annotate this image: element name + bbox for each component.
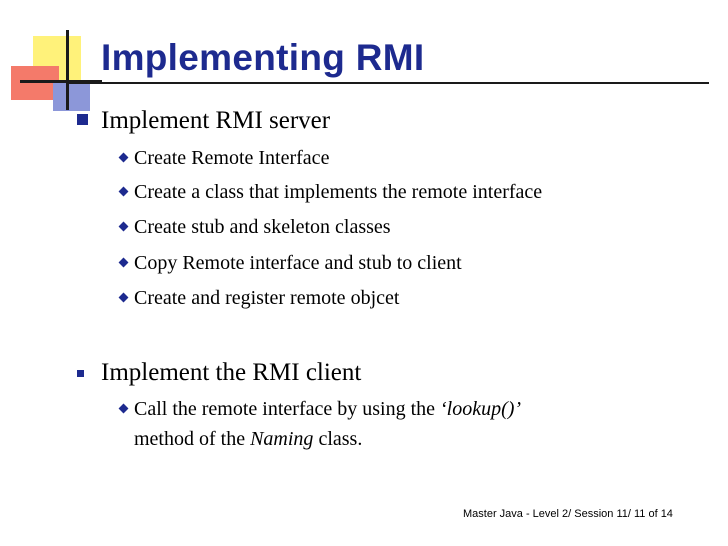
list-item: Create a class that implements the remot… bbox=[134, 181, 543, 203]
decor-vertical-line bbox=[66, 30, 69, 110]
list-item: Create and register remote objcet bbox=[134, 287, 400, 309]
client-detail-line-1: Call the remote interface by using the ‘… bbox=[134, 397, 521, 421]
square-bullet-icon bbox=[77, 114, 88, 125]
square-bullet-icon bbox=[77, 370, 84, 377]
diamond-bullet-icon bbox=[118, 257, 129, 268]
list-item: Create Remote Interface bbox=[134, 147, 330, 169]
diamond-bullet-icon bbox=[118, 152, 129, 163]
diamond-bullet-icon bbox=[118, 403, 129, 414]
detail-text: Call the remote interface by using the bbox=[134, 398, 441, 420]
decor-red-square bbox=[11, 66, 59, 100]
detail-text: class. bbox=[313, 428, 363, 450]
diamond-bullet-icon bbox=[118, 292, 129, 303]
client-detail-line-2: method of the Naming class. bbox=[134, 427, 362, 451]
detail-text: method of the bbox=[134, 428, 251, 450]
lookup-method-name: ‘lookup()’ bbox=[440, 398, 522, 420]
list-item: Create stub and skeleton classes bbox=[134, 216, 391, 238]
list-item: Copy Remote interface and stub to client bbox=[134, 252, 462, 274]
section-heading: Implement the RMI client bbox=[101, 359, 362, 386]
diamond-bullet-icon bbox=[118, 221, 129, 232]
diamond-bullet-icon bbox=[118, 186, 129, 197]
naming-class-name: Naming bbox=[250, 428, 314, 450]
section-heading: Implement RMI server bbox=[101, 107, 331, 134]
decor-horizontal-line bbox=[20, 80, 102, 83]
slide-title: Implementing RMI bbox=[101, 37, 425, 78]
decor-blue-square bbox=[53, 80, 90, 111]
title-underline bbox=[69, 82, 709, 84]
slide-footer: Master Java - Level 2/ Session 11/ 11 of… bbox=[463, 508, 673, 520]
